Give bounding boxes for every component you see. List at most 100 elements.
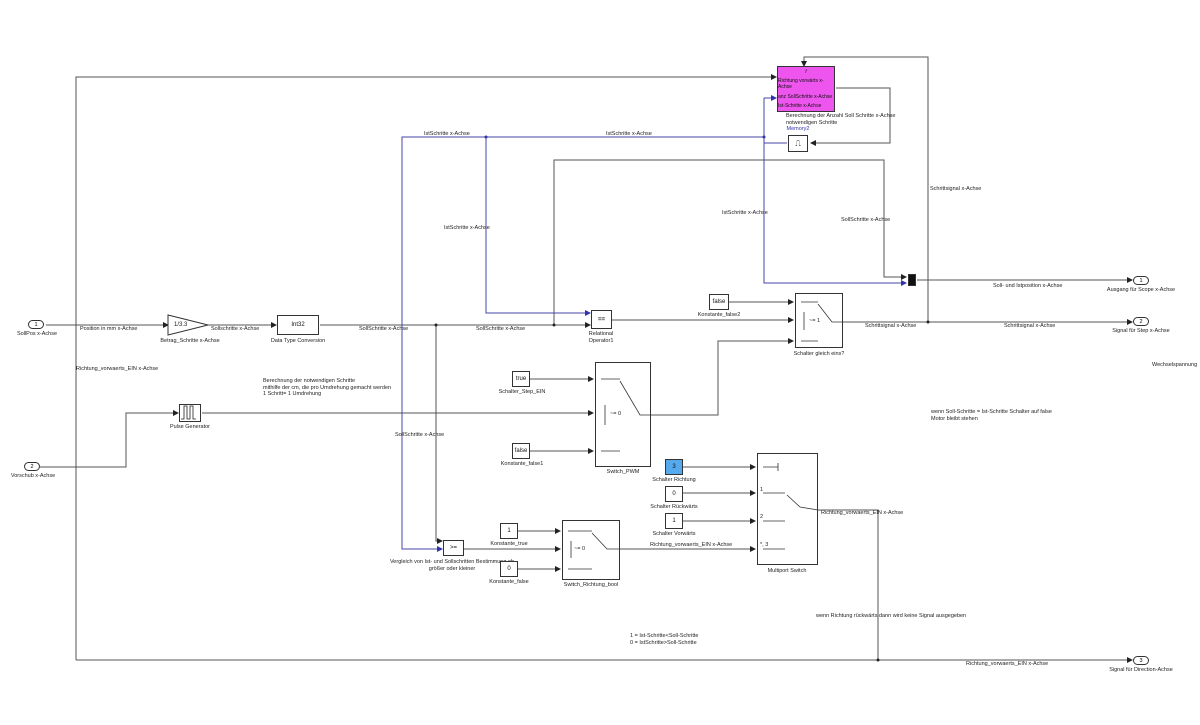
switch-richtung-label: Switch_Richtung_bool [563,582,619,588]
subsystem-label: Berechnung der Anzahl Soll Schritte x-Ac… [786,113,896,126]
pulse-generator-block[interactable] [179,404,201,422]
annotation-legende: 1 = Ist-Schritte<Soll-Schritte 0 = IstSc… [630,633,699,646]
junction-dot [552,323,556,327]
pulse-label: Pulse Generator [169,424,211,430]
schalter-step-ein-label: Schalter_Step_EIN [498,389,546,395]
annotation-wechselspannung: Wechselspannung [1152,362,1198,368]
multiport-port-3: *, 3 [760,542,769,548]
signal-position: Position in mm x-Achse [80,326,138,332]
multiport-label: Multiport Switch [767,568,807,574]
konstante-false1-label: Konstante_false1 [500,461,544,467]
inport-2-label: Vorschub x-Achse [10,473,56,479]
schalter-gleich-eins-block[interactable] [795,293,843,348]
gain-block [167,314,209,336]
switch-pwm-threshold: ~= 0 [610,411,622,417]
signal-ist-vert1: IstSchritte x-Achse [444,225,490,231]
switch-gleich-internals [801,301,843,342]
junction-dot [926,320,930,324]
signal-richtung-left: Richtung_vorwaerts_EIN x-Achse [76,366,159,372]
annotation-berechnung: Berechnung der notwendigen Schritte mith… [263,378,392,398]
switch-pwm-block[interactable] [595,362,651,467]
outport-3[interactable]: 3 [1133,656,1149,665]
signal-ist-top2: IstSchritte x-Achse [606,131,652,137]
switch-richtung-bool-block[interactable] [562,520,620,580]
schalter-richtung-block[interactable]: 3 [665,459,683,475]
line-schritt-up [801,56,929,322]
outport-1[interactable]: 1 [1133,276,1149,285]
signal-ist-vert2: IstSchritte x-Achse [722,210,768,216]
schalter-rueckwaerts-block[interactable]: 0 [665,486,683,502]
switch-pwm-label: Switch_PWM [606,469,640,475]
outport-2[interactable]: 2 [1133,317,1149,326]
multiport-switch-block[interactable] [757,453,818,565]
pulse-icon [181,405,196,420]
konstante-false-block[interactable]: 0 [500,561,518,577]
subsystem-port-out: anz SollSchritte x-Achse [778,93,833,100]
switch-pwm-internals [601,378,651,452]
junction-dot [876,658,880,662]
berechnung-subsystem-block[interactable]: f Richtung vorwärts x-Achse anz SollSchr… [777,66,835,112]
switch-gleich-threshold: ~= 1 [809,318,821,324]
konstante-true-block[interactable]: 1 [500,523,518,539]
switch-richtung-threshold: ~= 0 [574,546,586,552]
konstante-true-label: Konstante_true [490,541,528,547]
inport-2[interactable]: 2 [24,462,40,471]
signal-soll2: SollSchritte x-Achse [359,326,409,332]
signal-richtung-mid: Richtung_vorwaerts_EIN x-Achse [650,542,733,548]
signal-soll-right: SollSchritte x-Achse [841,217,891,223]
inport-1[interactable]: 1 [28,320,44,329]
signal-richtung-out: Richtung_vorwaerts_EIN x-Achse [821,510,904,516]
mux-block[interactable] [908,274,916,286]
switch-gleich-label: Schalter gleich eins? [793,351,845,357]
schalter-step-ein-block[interactable]: true [512,371,530,387]
schalter-vorwaerts-label: Schalter Vorwärts [652,531,696,537]
relational-operator1-block[interactable]: == [591,310,612,329]
line-multi-out [818,509,879,660]
konstante-false1-block[interactable]: false [512,443,530,459]
gain-value: 1/3.3 [174,322,188,328]
signal-soll-vert: SollSchritte x-Achse [395,432,445,438]
vergleich-operator-block[interactable]: >= [443,540,464,556]
konstante-false2-label: Konstante_false2 [697,312,741,318]
switch-richtung-internals [568,530,620,570]
signal-schrittsignal1: Schrittsignal x-Achse [865,323,917,329]
junction-dot [434,323,438,327]
schalter-richtung-label: Schalter Richtung [652,477,696,483]
signal-soll3: SollSchritte x-Achse [476,326,526,332]
konstante-false2-block[interactable]: false [709,294,729,310]
signal-richtung-bottom: Richtung_vorwaerts_EIN x-Achse [966,661,1049,667]
line-pwm-out [651,338,794,416]
signal-soll-ist-pos: Soll- und Istposition x-Achse [993,283,1063,289]
bus-ist-left [401,136,764,552]
gain-label: Betrag_Schritte x-Achse [160,338,220,344]
memory2-block[interactable]: ⎍ [788,135,808,152]
outport-1-label: Ausgang für Scope x-Achse [1106,287,1176,293]
signal-soll1: Sollschritte x-Achse [211,326,260,332]
schalter-rueckwaerts-label: Schalter Rückwärts [650,504,698,510]
data-type-conversion-block[interactable]: Int32 [277,315,319,335]
line-vorschub [40,410,179,468]
memory-label: Memory2 [786,126,810,132]
multiport-internals [763,463,819,550]
subsystem-port-in2: Ist-Schritte x-Achse [778,103,822,110]
outport-2-label: Signal für Step x-Achse [1112,328,1170,334]
subsystem-port-in1: Richtung vorwärts x-Achse [778,78,824,91]
vergleich-label: Vergleich von Ist- und Sollschritten Bes… [389,559,515,572]
junction-dot [762,135,766,139]
annotation-wenn-richtung: wenn Richtung rückwärts dann wird keine … [816,613,967,619]
line-richtung-top [75,74,777,660]
subsystem-title: f [805,68,807,75]
line-soll-down [435,325,443,544]
schalter-vorwaerts-block[interactable]: 1 [665,513,683,529]
konstante-false-label: Konstante_false [489,579,529,585]
signal-schrittsignal2: Schrittsignal x-Achse [1004,323,1056,329]
inport-1-label: SollPos x-Achse [16,331,58,337]
bus-ist-mux [763,137,907,286]
multiport-port-2: 2 [760,514,764,520]
line-sub-mem [810,87,891,146]
annotation-wenn-soll: wenn Soll-Schritte = Ist-Schritte Schalt… [931,409,1052,422]
signal-ist-top1: IstSchritte x-Achse [424,131,470,137]
dtc-label: Data Type Conversion [270,338,326,344]
